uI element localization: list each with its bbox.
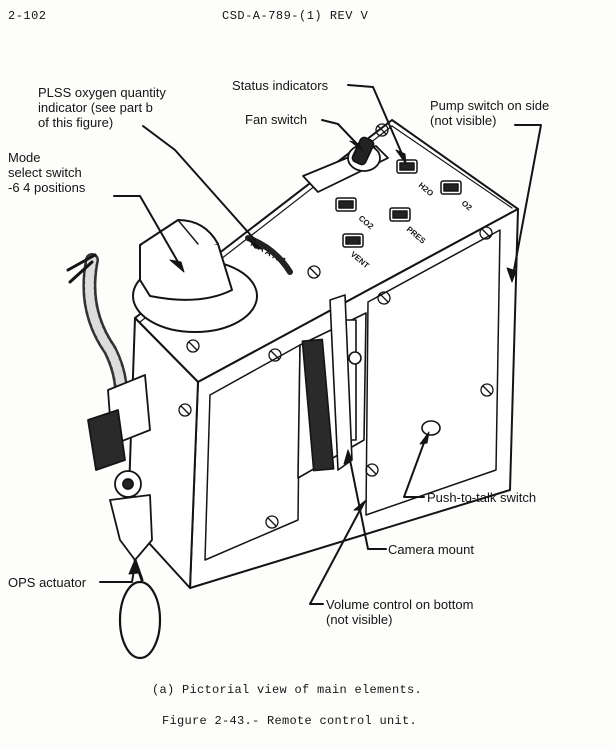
indicator-vent [342, 233, 364, 248]
leader-status [347, 84, 403, 155]
label-mode-select-switch: Mode select switch -6 4 positions [8, 150, 85, 195]
leader-volume [309, 509, 361, 605]
label-line: (not visible) [430, 113, 497, 128]
leader-mode-select [113, 195, 179, 263]
status-indicator-lights [335, 159, 462, 248]
screw-icon [178, 403, 192, 417]
label-status-indicators: Status indicators [232, 78, 329, 93]
screw-heads [178, 123, 494, 529]
figure-caption: Figure 2-43.- Remote control unit. [162, 714, 418, 728]
indicator-h2o [396, 159, 418, 174]
label-line: of this figure) [38, 115, 114, 130]
leader-lines [99, 84, 542, 605]
label-line: Volume control on bottom [326, 597, 474, 612]
label-line: -6 4 positions [8, 180, 86, 195]
mode-select-knob [132, 219, 293, 333]
label-line: select switch [8, 165, 82, 180]
front-panel-left [204, 344, 301, 561]
leader-ops [99, 569, 135, 583]
label-line: indicator (see part b [38, 100, 153, 115]
screw-icon [186, 339, 200, 353]
push-to-talk-switch-graphic [421, 420, 441, 436]
label-line: PLSS oxygen quantity [38, 85, 166, 100]
document-id: CSD-A-789-(1) REV V [222, 9, 369, 23]
leader-pump [513, 124, 542, 271]
leader-fan [321, 119, 358, 145]
label-plss-oxygen-indicator: PLSS oxygen quantity indicator (see part… [38, 85, 166, 130]
ops-actuator [87, 374, 162, 660]
indicator-co2 [335, 197, 357, 212]
screw-icon [265, 515, 279, 529]
housing-rim [139, 125, 513, 323]
label-push-to-talk-switch: Push-to-talk switch [427, 490, 537, 505]
indicator-o2 [440, 180, 462, 195]
leader-camera [349, 459, 387, 550]
camera-mount [297, 294, 367, 479]
figure-subcaption: (a) Pictorial view of main elements. [152, 683, 423, 697]
screw-icon [377, 291, 391, 305]
indicator-pres [389, 207, 411, 222]
cable-bundle [66, 253, 129, 417]
label-line: Mode [8, 150, 41, 165]
label-volume-control: Volume control on bottom (not visible) [326, 597, 473, 627]
label-ops-actuator: OPS actuator [8, 575, 87, 590]
label-line: (not visible) [326, 612, 393, 627]
screw-icon [268, 348, 282, 362]
label-fan-switch: Fan switch [245, 112, 308, 127]
screw-icon [307, 265, 321, 279]
leader-push-to-talk [403, 439, 426, 498]
label-camera-mount: Camera mount [388, 542, 474, 557]
screw-icon [375, 123, 389, 137]
screw-icon [479, 226, 493, 240]
label-line: Pump switch on side [430, 98, 550, 113]
front-panel-right [365, 229, 501, 516]
screw-icon [365, 463, 379, 477]
leader-plss-oxygen [142, 125, 256, 241]
label-pump-switch: Pump switch on side (not visible) [430, 98, 549, 128]
screw-icon [480, 383, 494, 397]
page-number: 2-102 [8, 9, 47, 23]
